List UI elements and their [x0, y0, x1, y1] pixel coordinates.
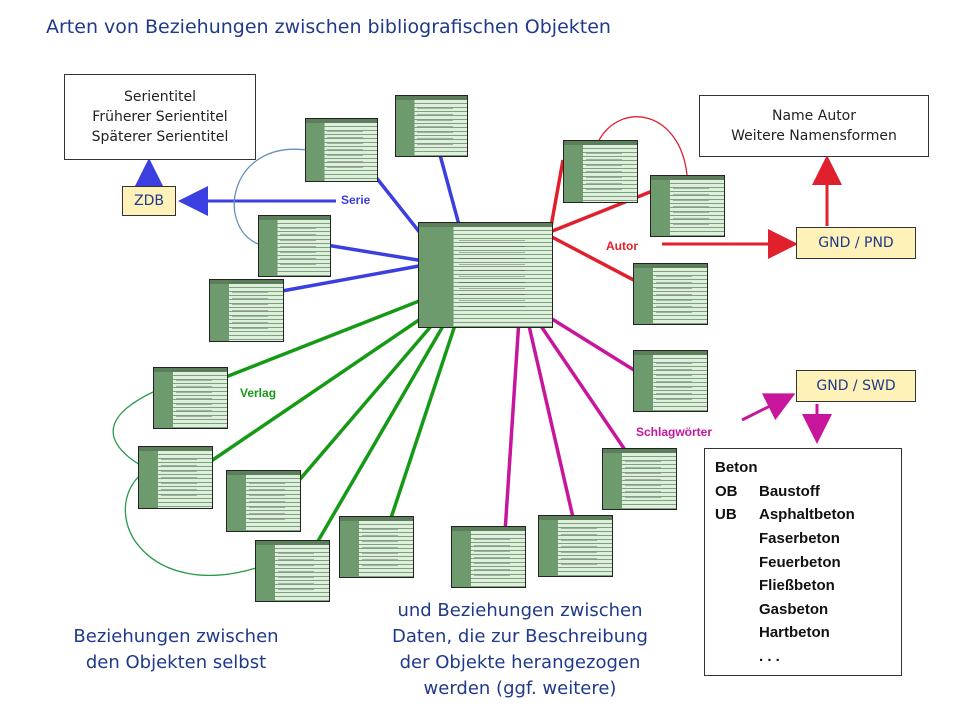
record-thumbnail	[305, 118, 378, 182]
record-thumbnail	[602, 448, 677, 510]
subject-row: Hartbeton	[759, 624, 830, 642]
author-name-line: Name Autor	[771, 107, 856, 124]
record-thumbnail	[153, 367, 228, 429]
verlag-edge-label: Verlag	[240, 386, 277, 400]
right-caption-line: werden (ggf. weitere)	[423, 678, 617, 700]
record-thumbnail	[209, 279, 284, 342]
record-thumbnail	[633, 263, 708, 325]
series-title-box: Serientitel Früherer Serientitel Spätere…	[64, 74, 256, 160]
series-edge	[281, 262, 431, 293]
record-thumbnail	[258, 215, 331, 277]
record-thumbnail	[226, 470, 301, 532]
subject-edge	[522, 303, 582, 549]
subject-row: Faserbeton	[759, 530, 840, 548]
record-thumbnail	[255, 540, 330, 602]
right-caption-line: Daten, die zur Beschreibung	[392, 626, 648, 648]
author-edge	[549, 234, 646, 288]
right-caption: und Beziehungen zwischen Daten, die zur …	[350, 598, 690, 702]
record-thumbnail	[138, 446, 213, 509]
name-variants-line: Weitere Namensformen	[731, 128, 897, 144]
publisher-edge	[298, 289, 466, 573]
zdb-node: ZDB	[122, 186, 176, 216]
record-thumbnail	[339, 516, 414, 578]
record-thumbnail	[395, 95, 468, 157]
left-caption-line: den Objekten selbst	[85, 652, 267, 674]
central-record-thumbnail	[418, 222, 553, 328]
publisher-link-curve	[124, 476, 257, 576]
diagram-title: Arten von Beziehungen zwischen bibliogra…	[46, 16, 611, 38]
series-title-line: Serientitel	[123, 88, 196, 105]
record-thumbnail	[650, 175, 725, 237]
series-link-curve	[233, 148, 308, 245]
subject-row: Feuerbeton	[759, 553, 841, 571]
subject-row: Gasbeton	[759, 600, 829, 618]
serie-edge-label: Serie	[341, 193, 371, 207]
later-series-title-line: Späterer Serientitel	[91, 129, 229, 146]
earlier-series-title-line: Früherer Serientitel	[92, 108, 228, 125]
schlagwoerter-edge-label: Schlagwörter	[636, 425, 713, 439]
autor-edge-label: Autor	[606, 239, 638, 253]
right-caption-line: und Beziehungen zwischen	[397, 600, 643, 621]
gnd-swd-node: GND / SWD	[796, 370, 916, 402]
subject-row: Beton	[715, 459, 758, 477]
author-name-box: Name Autor Weitere Namensformen	[699, 95, 929, 157]
record-thumbnail	[633, 350, 708, 412]
publisher-link-curve	[112, 391, 154, 466]
record-thumbnail	[538, 515, 613, 577]
author-link-curve	[597, 116, 688, 176]
subject-row: Fließbeton	[759, 577, 835, 595]
record-thumbnail	[563, 140, 638, 203]
schlagwoerter-to-gnd-swd-arrow	[741, 393, 796, 422]
left-caption: Beziehungen zwischen den Objekten selbst	[40, 624, 312, 676]
subject-row: . . .	[759, 648, 780, 666]
subject-edge	[524, 303, 642, 473]
author-edge	[548, 159, 565, 233]
left-caption-line: Beziehungen zwischen	[73, 626, 279, 647]
right-caption-line: der Objekte herangezogen	[399, 652, 641, 674]
publisher-edge	[381, 291, 468, 543]
record-thumbnail	[451, 526, 526, 588]
gnd-pnd-node: GND / PND	[796, 227, 916, 259]
